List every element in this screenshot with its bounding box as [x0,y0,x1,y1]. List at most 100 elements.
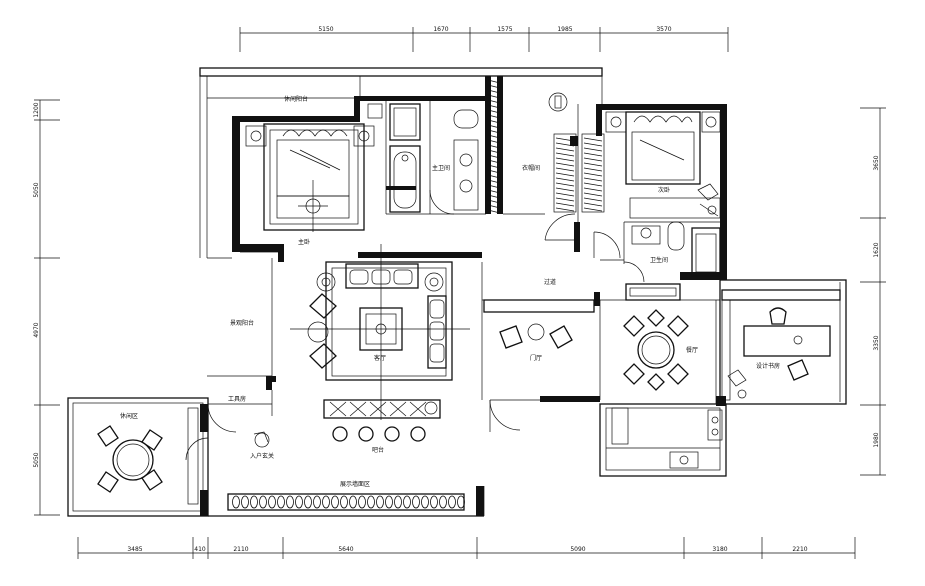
display-item [304,495,312,509]
display-item [376,495,384,509]
display-item [421,495,429,509]
hatch-line [555,147,575,152]
display-item [340,495,348,509]
display-item [322,495,330,509]
door-swings [185,189,645,461]
hatch-line [487,184,501,189]
display-item [412,495,420,509]
label-cloakroom: 衣帽间 [522,164,540,172]
hatch-line [583,147,603,152]
hatch-line [583,167,603,172]
hatch-line [487,164,501,169]
hatch-line [487,104,501,109]
hatch-line [583,172,603,177]
hatch-line [583,202,603,207]
hatch-line [487,109,501,114]
hatch-line [583,157,603,162]
display-item [250,495,258,509]
label-study: 设计书房 [756,362,780,370]
hatch-line [487,179,501,184]
display-item [430,495,438,509]
display-item [448,495,456,509]
dimension-top: 5150 1670 1575 1985 3570 [239,26,729,52]
dim-right-2: 1620 [873,242,880,257]
dim-top-4: 1985 [557,26,572,33]
room-labels: 休闲阳台 主卧 主卫间 衣帽间 次卧 卫生间 过道 景观阳台 客厅 门厅 餐厅 … [120,95,780,488]
display-item [367,495,375,509]
dim-top-1: 5150 [318,26,333,33]
dim-bottom-5: 5090 [570,546,585,553]
hatch-line [583,207,603,212]
hatch-line [555,207,575,212]
dimension-left: 1200 5050 4970 5050 [33,99,60,516]
hatch-line [487,169,501,174]
second-bath-fixtures [631,221,721,277]
hatch-line [555,177,575,182]
hatch-line [487,159,501,164]
hatch-line [487,124,501,129]
display-item [313,495,321,509]
dim-bottom-6: 3180 [712,546,727,553]
display-item [259,495,267,509]
hatch-line [555,157,575,162]
hatch-line [487,189,501,194]
display-wall-cabinet [227,493,465,511]
hatch-line [583,162,603,167]
hatch-line [487,204,501,209]
dimension-bottom: 3485 410 2110 5640 5090 3180 2210 [77,537,856,559]
dim-bottom-1: 3485 [127,546,142,553]
hatch-line [487,149,501,154]
label-bar: 吧台 [372,446,384,454]
label-tea-room: 休闲区 [120,412,138,420]
hatch-line [487,94,501,99]
cloakroom-wardrobes [487,79,605,214]
dim-bottom-3: 2110 [233,546,248,553]
hatch-line [487,194,501,199]
hatch-line [487,139,501,144]
dimension-right: 3650 1620 3350 1980 [860,107,886,476]
label-second-bath: 卫生间 [650,256,668,264]
display-item [331,495,339,509]
second-bed [605,111,721,219]
display-item [286,495,294,509]
dim-left-2: 5050 [33,182,40,197]
dim-right-3: 3350 [873,335,880,350]
display-item [241,495,249,509]
entrance-seat [253,431,270,448]
hatch-line [555,172,575,177]
label-balcony-top: 休闲阳台 [284,95,308,103]
display-item [403,495,411,509]
master-bed [245,123,375,232]
label-corridor: 过道 [544,278,556,286]
label-storage: 工具房 [228,395,246,403]
hatch-line [583,137,603,142]
label-second-bedroom: 次卧 [658,186,670,194]
label-living-room: 客厅 [374,354,386,362]
master-bath-fixtures [367,103,479,213]
hatch-line [487,99,501,104]
hatch-line [487,114,501,119]
dim-bottom-2: 410 [194,546,206,553]
display-item [439,495,447,509]
hatch-line [555,202,575,207]
hatch-line [487,174,501,179]
display-item [457,495,465,509]
hatch-line [487,154,501,159]
hatch-line [487,119,501,124]
display-item [268,495,276,509]
hatch-line [583,177,603,182]
hatch-line [583,142,603,147]
label-dining: 餐厅 [686,346,698,354]
hatch-line [487,84,501,89]
hatch-line [487,134,501,139]
hatch-line [555,182,575,187]
label-foyer: 门厅 [530,354,542,362]
dim-left-3: 4970 [33,322,40,337]
dim-top-5: 3570 [656,26,671,33]
hatch-line [583,187,603,192]
dim-right-1: 3650 [873,155,880,170]
label-master-bath: 主卫间 [432,164,450,172]
display-item [358,495,366,509]
dim-left-4: 5050 [33,452,40,467]
